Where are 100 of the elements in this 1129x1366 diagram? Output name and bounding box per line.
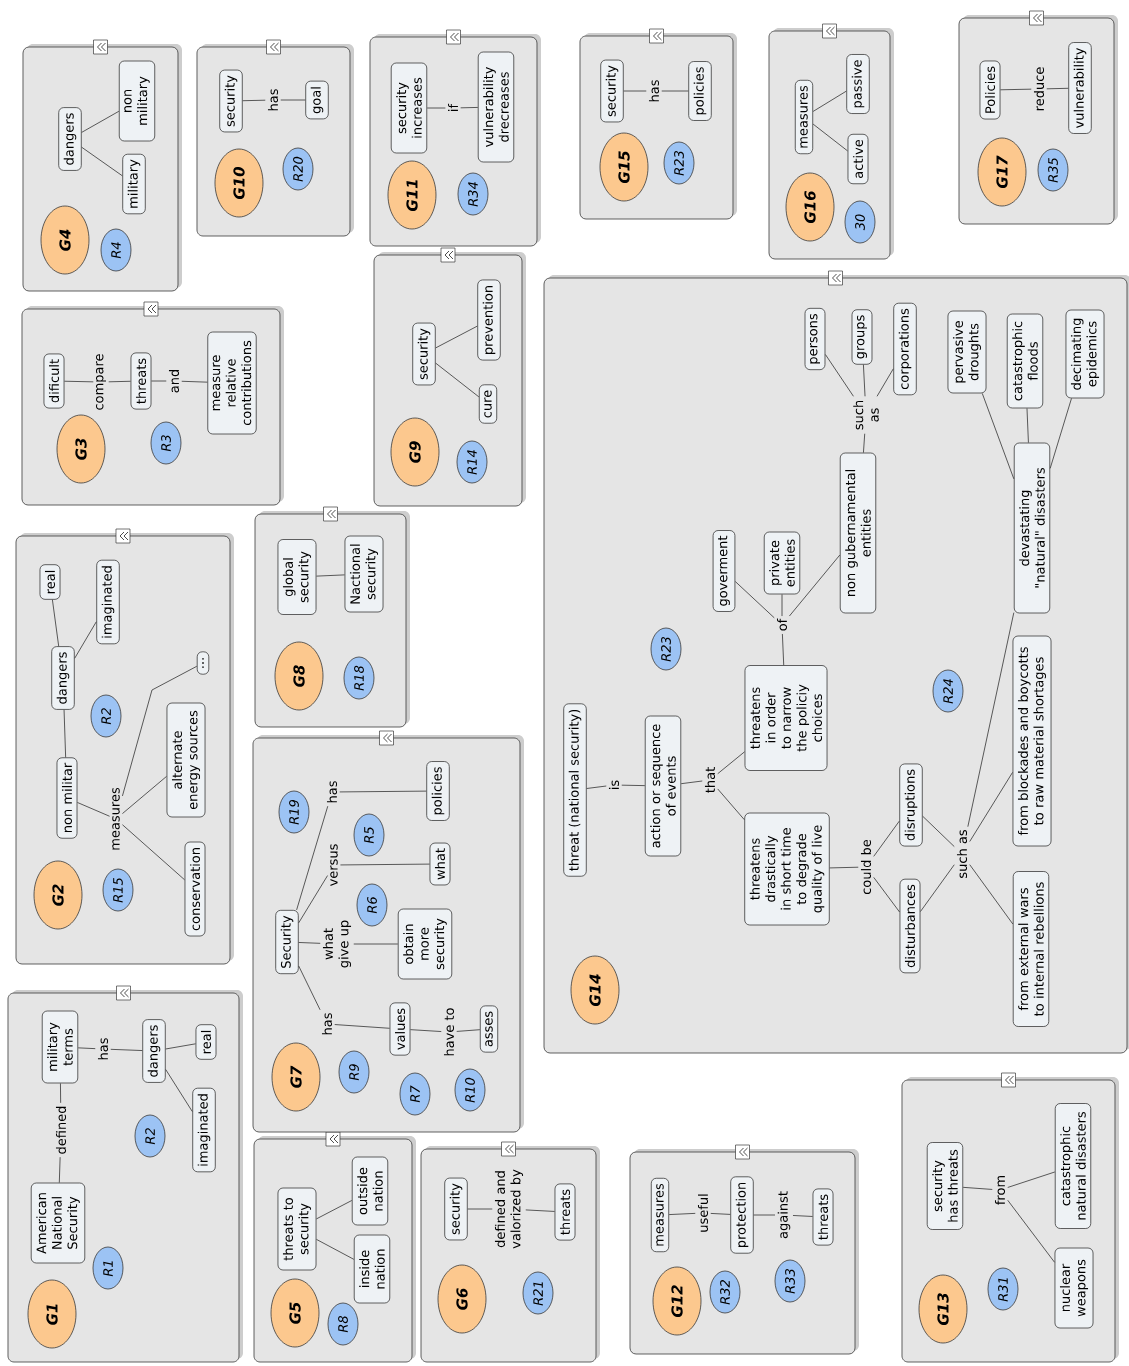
linking-phrase: compare (96, 354, 106, 410)
connector-line (525, 1209, 555, 1212)
connector-line (64, 380, 94, 383)
connector-line (467, 1208, 493, 1210)
connector-line (110, 1048, 143, 1051)
concept-box: passive (846, 54, 870, 114)
connector-line (122, 776, 167, 814)
linking-phrase: versus (330, 844, 338, 887)
connector-line (81, 146, 123, 177)
connector-line (876, 368, 894, 397)
connector-line (122, 824, 185, 881)
concept-box: security has threats (926, 1142, 964, 1230)
connector-line (181, 380, 208, 383)
connector-line (710, 1213, 731, 1215)
connector-line (1007, 1199, 1055, 1263)
concept-box: non military (118, 60, 156, 142)
concept-box: military terms (41, 1010, 79, 1084)
linking-phrase: could be (860, 839, 872, 895)
concept-box: threats (130, 352, 152, 410)
connector-line (661, 90, 689, 92)
linking-phrase: has (97, 1038, 109, 1060)
concept-box: non gubernamental entities (839, 452, 877, 614)
concept-box: measure relative contributions (207, 331, 257, 435)
connector-line (920, 864, 955, 912)
linking-phrase: from (994, 1176, 1006, 1205)
connector-line (792, 1215, 813, 1217)
concept-box: dificult (43, 353, 65, 409)
concept-box: security (219, 69, 243, 133)
linking-phrase: has (267, 89, 279, 111)
linking-phrase: has (648, 80, 660, 102)
linking-phrase: if (448, 103, 458, 111)
connector-line (52, 599, 60, 647)
connector-line (873, 820, 900, 857)
connector-line (410, 1029, 442, 1032)
linking-phrase: what give up (322, 920, 352, 968)
connector-line (825, 354, 854, 397)
concept-box: global security (277, 539, 317, 615)
concept-box: security increases (390, 62, 428, 154)
connector-line (334, 1024, 390, 1029)
linking-phrase: defined and valorized by (494, 1169, 524, 1249)
connector-line (242, 99, 266, 102)
connector-line (298, 965, 321, 1011)
concept-box: inside nation (353, 1234, 391, 1304)
concept-box: military (122, 153, 146, 215)
concept-box: non militar (56, 757, 78, 839)
concept-box: American National Security (30, 1182, 86, 1264)
concept-box: security (412, 322, 436, 386)
connector-line (717, 751, 745, 775)
connector-line (922, 815, 955, 847)
concept-box: policies (688, 61, 712, 121)
concept-box: threatens in order to narrow the policiy choices (744, 665, 828, 771)
concept-box: from blockades and boycotts to raw material shortages (1012, 635, 1052, 847)
linking-phrase: reduce (1033, 67, 1045, 111)
concept-box: threatens drastically in short time to degrade quality of live (744, 812, 830, 926)
concept-box: disruptions (899, 763, 923, 847)
connector-line (435, 325, 478, 349)
connector-line (812, 123, 848, 152)
linking-phrase: such as (956, 830, 968, 878)
connector-line (280, 99, 306, 101)
concept-box: what (429, 842, 451, 886)
connector-line (63, 709, 67, 758)
concept-box: goal (305, 80, 329, 120)
connector-line (426, 107, 446, 109)
concept-box: threats (812, 1188, 834, 1246)
connector-line (58, 1156, 61, 1183)
linking-phrase: has (326, 781, 338, 803)
connector-line (296, 805, 329, 911)
connector-line (1046, 87, 1069, 90)
connector-line (435, 362, 480, 398)
concept-box: decimating epidemics (1065, 309, 1105, 399)
linking-phrase: defined (55, 1106, 67, 1154)
connector-line (969, 864, 1014, 925)
linking-phrase: have to (443, 1008, 455, 1056)
connector-line (680, 780, 703, 785)
connector-line (586, 785, 607, 789)
linking-phrase: that (704, 767, 716, 793)
concept-box: policies (426, 761, 450, 821)
concept-box: threats (554, 1183, 576, 1241)
concept-box: conservation (184, 841, 206, 937)
concept-box: private entities (763, 531, 801, 595)
connector-line (77, 802, 110, 817)
linking-phrase: of (776, 618, 788, 631)
concept-box: persons (804, 307, 826, 371)
concept-box: nuclear weapons (1054, 1247, 1094, 1329)
connector-line (60, 1083, 62, 1104)
connector-line (77, 1047, 96, 1050)
concept-box: asses (479, 1005, 499, 1053)
connector-line (456, 1029, 481, 1032)
concept-box: from external wars to internal rebellions (1012, 871, 1050, 1027)
linking-phrase: is (608, 780, 620, 789)
connector-line (812, 90, 847, 112)
concept-box: devastating "natural" disasters (1013, 442, 1051, 614)
concept-box: measures (650, 1177, 670, 1253)
connector-line (967, 612, 1015, 828)
connector-line (353, 943, 399, 945)
connector-line (298, 875, 328, 924)
concept-box: Policies (979, 60, 1001, 120)
linking-phrase: has (321, 1013, 333, 1035)
connector-line (668, 1212, 696, 1215)
connector-line (316, 1200, 353, 1220)
